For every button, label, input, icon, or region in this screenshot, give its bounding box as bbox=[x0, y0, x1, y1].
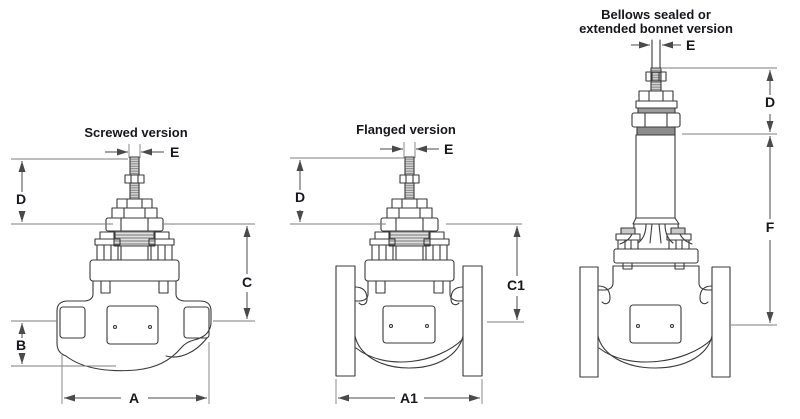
nameplate bbox=[629, 304, 682, 344]
bonnet-flange-plate bbox=[613, 248, 699, 264]
body-neck-left bbox=[354, 280, 369, 302]
body-seat-curve bbox=[165, 337, 208, 358]
dim-label-c-screwed: C bbox=[242, 274, 252, 290]
stem-hex-nut bbox=[645, 71, 667, 82]
bonnet-bolts bbox=[615, 227, 692, 250]
body-neck-left bbox=[597, 265, 614, 291]
bonnet-stud-right bbox=[158, 280, 169, 294]
pipe-flange-right bbox=[462, 265, 483, 377]
seal-band-lower bbox=[636, 126, 676, 136]
nameplate-hole bbox=[112, 324, 118, 330]
dim-label-d-flanged: D bbox=[295, 189, 305, 205]
title-flanged-version: Flanged version bbox=[356, 122, 456, 137]
stem-thread-lower bbox=[129, 182, 140, 200]
title-bellows-line2: extended bonnet version bbox=[579, 21, 733, 36]
title-bellows-line1: Bellows sealed or bbox=[601, 7, 711, 22]
dim-label-a1-flanged: A1 bbox=[400, 390, 418, 406]
packing-hex-nut bbox=[631, 112, 681, 128]
nameplate-hole bbox=[669, 323, 675, 329]
dim-label-b-screwed: B bbox=[16, 337, 26, 353]
yoke-gusset bbox=[619, 223, 635, 245]
dim-label-e-bellows: E bbox=[686, 37, 695, 53]
body-neck-right bbox=[698, 265, 713, 291]
valve-body-screwed bbox=[56, 280, 212, 372]
nameplate bbox=[106, 305, 159, 345]
pipe-flange-left bbox=[335, 265, 356, 377]
nameplate-hole bbox=[147, 324, 153, 330]
bonnet-flange-plate bbox=[89, 259, 180, 282]
extended-bonnet-tube bbox=[635, 134, 676, 219]
dim-label-d-screwed: D bbox=[16, 191, 26, 207]
packing-hex-nut bbox=[105, 217, 164, 232]
seal-band-upper bbox=[637, 107, 676, 114]
stem-thread-upper bbox=[129, 156, 140, 176]
dim-label-e-screwed: E bbox=[170, 144, 179, 160]
screwed-socket-left bbox=[59, 306, 86, 339]
gland-lower bbox=[120, 245, 149, 261]
pipe-flange-right bbox=[711, 266, 731, 378]
stem-collar-2 bbox=[111, 207, 158, 219]
body-gusset-left bbox=[354, 286, 368, 306]
stem-collar-1 bbox=[116, 198, 153, 209]
pipe-flange-left bbox=[579, 266, 599, 378]
yoke-gusset bbox=[637, 223, 647, 244]
valve-bellows-version bbox=[579, 39, 731, 378]
body-gusset-right bbox=[699, 285, 713, 305]
tube-base-flare bbox=[632, 217, 680, 225]
dim-label-a-screwed: A bbox=[129, 390, 139, 406]
body-belly-inner bbox=[598, 338, 713, 363]
extension-lines bbox=[11, 67, 777, 404]
dim-label-d-bellows: D bbox=[765, 94, 775, 110]
body-neck-right bbox=[449, 280, 464, 302]
screwed-socket-right bbox=[183, 306, 210, 339]
dim-label-c1-flanged: C1 bbox=[507, 277, 525, 293]
bonnet-bolts bbox=[94, 231, 175, 261]
nameplate-hole bbox=[635, 323, 641, 329]
body-gusset-right bbox=[450, 286, 464, 306]
valve-body-flanged bbox=[335, 265, 483, 377]
body-outline bbox=[56, 280, 212, 372]
yoke-gusset bbox=[677, 223, 693, 245]
stem-collar-1 bbox=[638, 90, 674, 102]
body-gusset-left bbox=[597, 285, 611, 305]
stem-collar-2 bbox=[635, 100, 678, 109]
nameplate bbox=[382, 305, 436, 344]
bonnet-stud-left bbox=[100, 280, 111, 294]
nameplate-hole bbox=[424, 323, 430, 329]
body-belly bbox=[354, 335, 464, 369]
valve-bonnet-assembly bbox=[89, 156, 180, 294]
title-screwed-version: Screwed version bbox=[84, 125, 187, 140]
nameplate-hole bbox=[388, 323, 394, 329]
dim-label-f-bellows: F bbox=[766, 219, 775, 235]
dim-label-e-flanged: E bbox=[444, 141, 453, 157]
stem-hex-nut bbox=[124, 174, 145, 184]
body-belly-inner bbox=[355, 338, 464, 363]
body-belly bbox=[597, 335, 713, 369]
dimension-lines bbox=[18, 41, 774, 402]
